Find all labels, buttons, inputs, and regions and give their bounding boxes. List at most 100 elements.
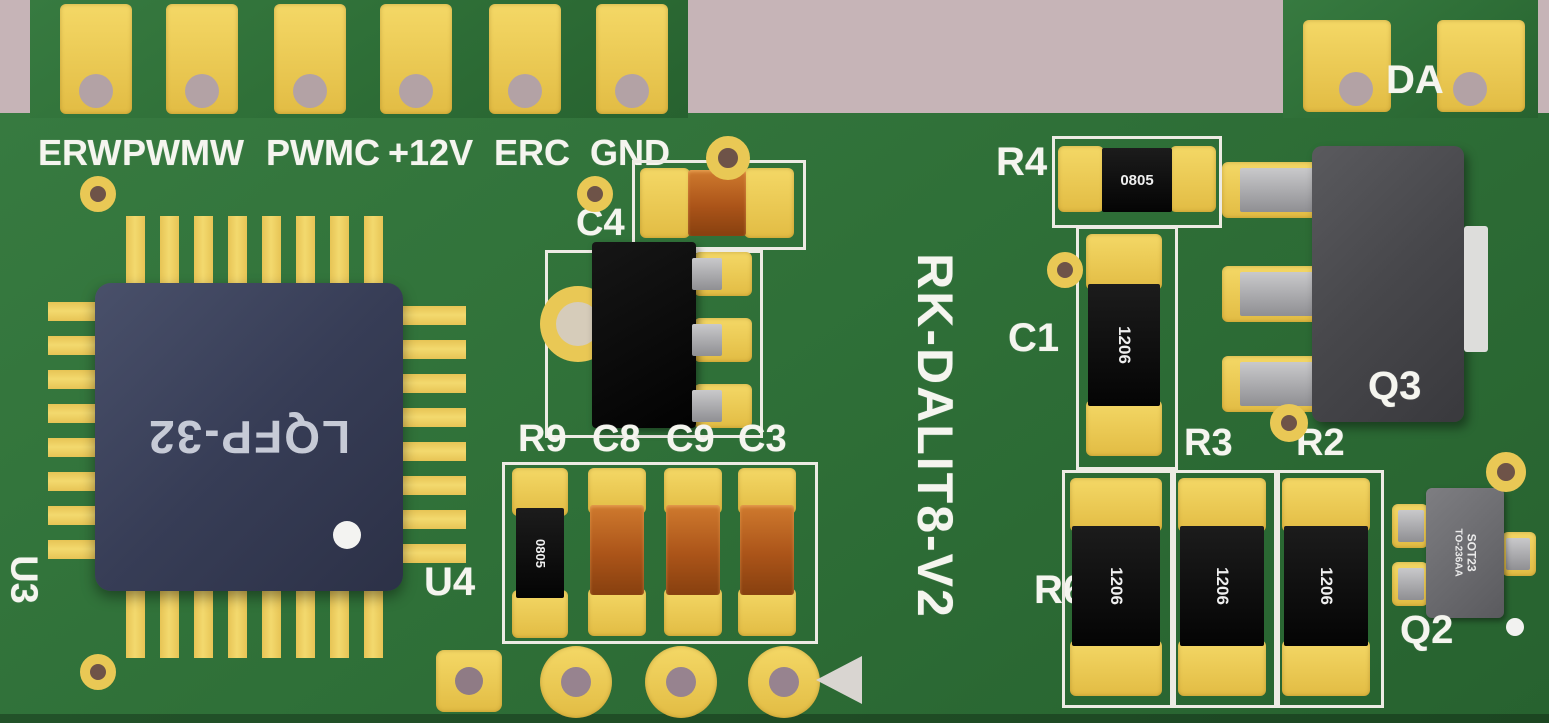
ref-label-c9: C9 bbox=[666, 418, 715, 460]
c4-pad-left bbox=[640, 168, 690, 238]
pad-hole bbox=[1339, 72, 1373, 106]
pad-hole bbox=[455, 667, 483, 695]
connector-label-pwmw: PWMW bbox=[122, 132, 244, 173]
pad-hole bbox=[293, 74, 327, 108]
c3-pad-bottom bbox=[738, 588, 796, 636]
pad-hole bbox=[399, 74, 433, 108]
ref-label-r3: R3 bbox=[1184, 422, 1233, 464]
r6-outline bbox=[1062, 470, 1176, 708]
connector-label-gnd: GND bbox=[590, 132, 670, 173]
mounting-pad-round-2 bbox=[645, 646, 717, 718]
r3-resistor-body: 1206 bbox=[1180, 526, 1264, 646]
u4-regulator-body bbox=[592, 242, 696, 428]
lqfp-package-label: LQFP-32 bbox=[147, 411, 351, 463]
via bbox=[1047, 252, 1083, 288]
c1-marking: 1206 bbox=[1114, 326, 1134, 364]
pad-hole bbox=[185, 74, 219, 108]
connector-pad-pwmc bbox=[274, 4, 346, 114]
r3-pad-top bbox=[1178, 478, 1266, 532]
orientation-arrow-icon bbox=[816, 656, 862, 704]
pad-hole bbox=[666, 667, 696, 697]
mounting-pad-square bbox=[436, 650, 502, 712]
connector-pad-erw bbox=[60, 4, 132, 114]
pad-hole bbox=[508, 74, 542, 108]
via bbox=[1486, 452, 1526, 492]
c1-pad-bottom bbox=[1086, 400, 1162, 456]
via bbox=[706, 136, 750, 180]
lqfp-pin-row-bottom bbox=[126, 578, 396, 658]
r3-pad-bottom bbox=[1178, 640, 1266, 696]
r4-pad-right bbox=[1170, 146, 1216, 212]
q2-white-dot bbox=[1506, 618, 1524, 636]
u4-lead-2 bbox=[692, 324, 722, 356]
c3-capacitor-body bbox=[740, 505, 794, 595]
r2-marking: 1206 bbox=[1316, 567, 1336, 605]
connector-label-12v: +12V bbox=[388, 132, 474, 173]
q2-marking-line1: SOT23 bbox=[1464, 533, 1479, 572]
ref-label-r9: R9 bbox=[518, 418, 567, 460]
r6-marking: 1206 bbox=[1106, 567, 1126, 605]
ref-label-u4: U4 bbox=[424, 560, 476, 604]
q2-lead-2 bbox=[1398, 568, 1424, 600]
via bbox=[80, 654, 116, 690]
board-bottom-edge-shadow bbox=[0, 714, 1549, 723]
pad-hole bbox=[79, 74, 113, 108]
pad-hole bbox=[769, 667, 799, 697]
r4-pad-left bbox=[1058, 146, 1104, 212]
q2-transistor-body: SOT23 TO-236AA bbox=[1426, 488, 1504, 618]
c1-capacitor-body: 1206 bbox=[1088, 284, 1160, 406]
ref-label-r4: R4 bbox=[996, 140, 1048, 184]
r2-resistor-body: 1206 bbox=[1284, 526, 1368, 646]
pad-hole bbox=[561, 667, 591, 697]
lqfp-pin-row-right bbox=[398, 306, 466, 576]
da-pad-left bbox=[1303, 20, 1391, 112]
da-pad-right bbox=[1437, 20, 1525, 112]
lqfp-chip-body: LQFP-32 bbox=[95, 283, 403, 591]
q3-tab bbox=[1464, 226, 1488, 352]
c4-capacitor-body bbox=[688, 170, 746, 236]
via bbox=[1270, 404, 1308, 442]
q2-marking-line2: TO-236AA bbox=[1452, 528, 1464, 578]
q2-lead-1 bbox=[1398, 510, 1424, 542]
da-label: DA bbox=[1386, 58, 1444, 102]
via bbox=[80, 176, 116, 212]
q3-lead-2 bbox=[1240, 272, 1318, 316]
u4-lead-3 bbox=[692, 390, 722, 422]
passives-group-outline bbox=[502, 462, 818, 644]
r4-resistor-body: 0805 bbox=[1102, 148, 1172, 212]
c1-outline bbox=[1076, 226, 1178, 470]
c8-pad-bottom bbox=[588, 588, 646, 636]
q3-transistor-body bbox=[1312, 146, 1464, 422]
q3-lead-3 bbox=[1240, 362, 1318, 406]
q2-lead-3 bbox=[1506, 538, 1530, 570]
connector-pad-erc bbox=[489, 4, 561, 114]
c4-pad-right bbox=[744, 168, 794, 238]
ref-label-c8: C8 bbox=[592, 418, 641, 460]
r3-outline bbox=[1170, 470, 1280, 708]
mounting-pad-round-3 bbox=[748, 646, 820, 718]
connector-pad-12v bbox=[380, 4, 452, 114]
r6-pad-bottom bbox=[1070, 640, 1162, 696]
mounting-pad-round-1 bbox=[540, 646, 612, 718]
connector-pad-pwmw bbox=[166, 4, 238, 114]
u4-lead-1 bbox=[692, 258, 722, 290]
connector-label-erc: ERC bbox=[494, 132, 571, 173]
c9-capacitor-body bbox=[666, 505, 720, 595]
q2-marking: SOT23 TO-236AA bbox=[1452, 514, 1479, 592]
r9-resistor-body: 0805 bbox=[516, 508, 564, 598]
ref-label-q3: Q3 bbox=[1368, 364, 1422, 408]
r2-pad-bottom bbox=[1282, 640, 1370, 696]
pad-hole bbox=[1453, 72, 1487, 106]
connector-pad-gnd bbox=[596, 4, 668, 114]
connector-label-erw: ERW bbox=[38, 132, 122, 173]
r3-marking: 1206 bbox=[1212, 567, 1232, 605]
c1-pad-top bbox=[1086, 234, 1162, 290]
r9-pad-bottom bbox=[512, 590, 568, 638]
ref-label-c1: C1 bbox=[1008, 316, 1060, 360]
pcb-top-left-tab bbox=[30, 0, 688, 118]
ref-label-u3: U3 bbox=[2, 555, 45, 604]
pad-hole bbox=[615, 74, 649, 108]
r2-outline bbox=[1274, 470, 1384, 708]
r9-marking: 0805 bbox=[532, 538, 548, 568]
